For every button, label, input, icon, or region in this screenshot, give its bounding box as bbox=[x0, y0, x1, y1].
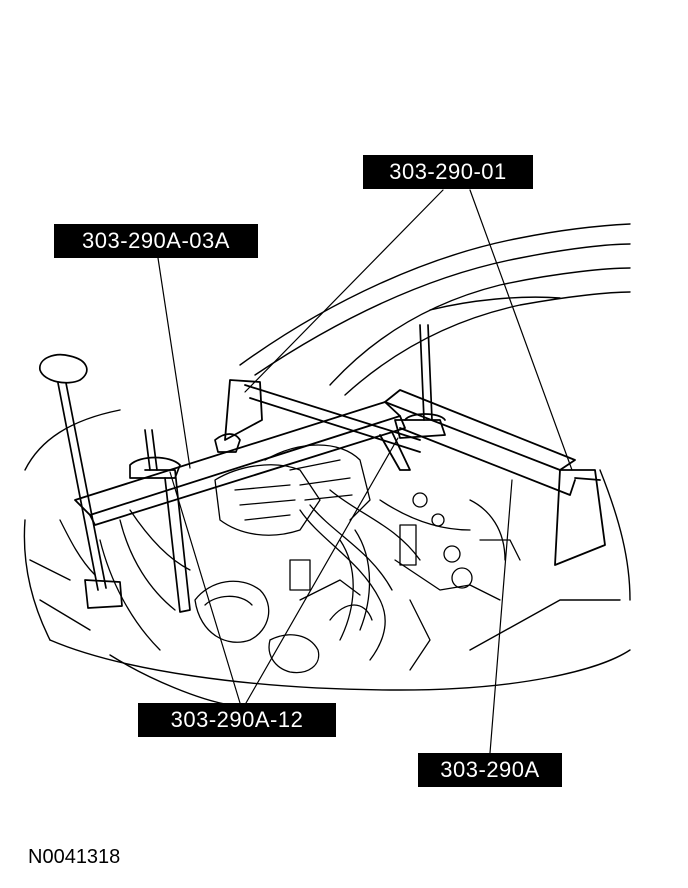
lifting-hooks bbox=[39, 324, 446, 613]
callout-303-290-01: 303-290-01 bbox=[363, 155, 533, 189]
callout-leaders bbox=[157, 189, 573, 754]
figure-id: N0041318 bbox=[28, 846, 121, 868]
callout-303-290A-12: 303-290A-12 bbox=[138, 703, 336, 737]
callout-303-290A-03A: 303-290A-03A bbox=[54, 224, 258, 258]
vehicle-body bbox=[23, 223, 631, 706]
engine-bay bbox=[59, 444, 521, 674]
callout-303-290A: 303-290A bbox=[418, 753, 562, 787]
engine-support-bar bbox=[74, 379, 606, 566]
